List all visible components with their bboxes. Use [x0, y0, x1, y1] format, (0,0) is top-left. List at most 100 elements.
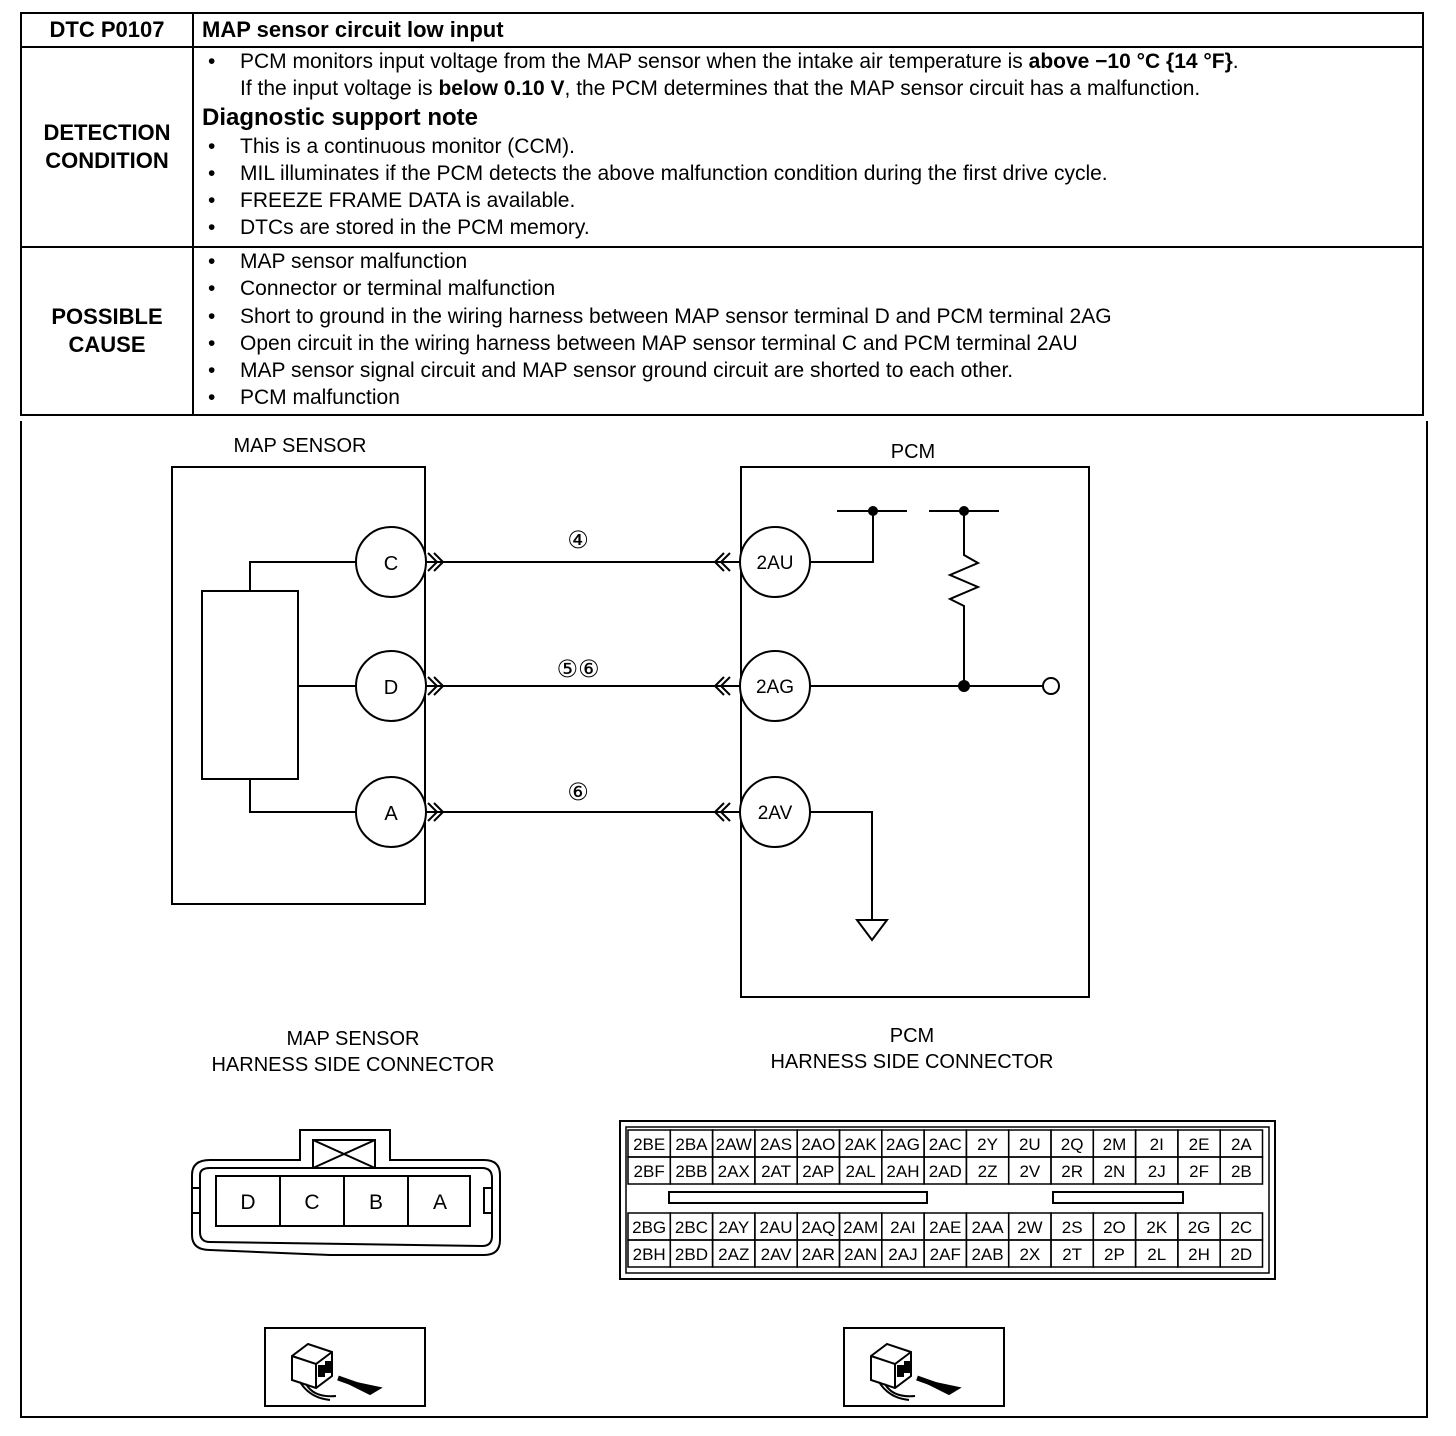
- pin-label: 2O: [1103, 1218, 1126, 1237]
- wire-c-2au: ④: [426, 527, 742, 572]
- pin-label: 2BG: [632, 1218, 666, 1237]
- pin-label: 2AR: [802, 1245, 835, 1264]
- pin-label: 2AA: [971, 1218, 1004, 1237]
- list-item: PCM monitors input voltage from the MAP …: [202, 48, 1422, 103]
- terminal-label: 2AG: [756, 677, 794, 698]
- map-connector-caption-1: MAP SENSOR: [287, 1028, 420, 1050]
- list-item: MAP sensor malfunction: [202, 248, 1422, 276]
- pin-label: 2AT: [761, 1162, 791, 1181]
- list-item: Connector or terminal malfunction: [202, 275, 1422, 303]
- pin-label: 2P: [1104, 1245, 1125, 1264]
- pin-label: 2AP: [802, 1162, 834, 1181]
- pin-label: 2F: [1189, 1162, 1209, 1181]
- cause-label: POSSIBLE CAUSE: [20, 246, 194, 416]
- map-connector-caption-2: HARNESS SIDE CONNECTOR: [211, 1054, 494, 1076]
- note-list: This is a continuous monitor (CCM). MIL …: [202, 133, 1422, 242]
- pcm-connector-caption-1: PCM: [890, 1025, 934, 1047]
- list-item: Open circuit in the wiring harness betwe…: [202, 330, 1422, 358]
- pin-label: 2AE: [929, 1218, 961, 1237]
- pin-label: 2BB: [675, 1162, 707, 1181]
- pin-label: 2AQ: [801, 1218, 835, 1237]
- detection-content: PCM monitors input voltage from the MAP …: [192, 46, 1424, 248]
- pin-label: 2U: [1019, 1135, 1041, 1154]
- pcm-terminal-2ag: 2AG: [739, 650, 811, 722]
- pin-label: 2BF: [634, 1162, 665, 1181]
- pin-label: 2Y: [977, 1135, 998, 1154]
- map-harness-connector: [191, 1129, 501, 1256]
- pin-label: 2AB: [971, 1245, 1003, 1264]
- detection-text: , the PCM determines that the MAP sensor…: [564, 77, 1201, 101]
- pin-label: 2I: [1150, 1135, 1164, 1154]
- detection-row: DETECTION CONDITION PCM monitors input v…: [20, 46, 1424, 248]
- pin-label: 2C: [1230, 1218, 1252, 1237]
- list-item: FREEZE FRAME DATA is available.: [202, 187, 1422, 215]
- wire-label: ⑤⑥: [556, 656, 599, 683]
- pin-label: 2AF: [930, 1245, 961, 1264]
- list-item: This is a continuous monitor (CCM).: [202, 133, 1422, 161]
- detection-label-line2: CONDITION: [45, 148, 169, 173]
- terminal-label: 2AV: [758, 803, 793, 824]
- list-item: MAP sensor signal circuit and MAP sensor…: [202, 357, 1422, 385]
- pin-label: 2G: [1188, 1218, 1211, 1237]
- cause-row: POSSIBLE CAUSE MAP sensor malfunction Co…: [20, 246, 1424, 416]
- map-terminal-c: C: [355, 526, 427, 598]
- ground-icon: [855, 919, 889, 942]
- pin-label: 2AD: [929, 1162, 962, 1181]
- pin-label: 2D: [1230, 1245, 1252, 1264]
- pin-label: 2Q: [1061, 1135, 1084, 1154]
- header-row: DTC P0107 MAP sensor circuit low input: [20, 12, 1424, 48]
- map-terminal-d: D: [355, 650, 427, 722]
- pin-label: 2A: [1231, 1135, 1252, 1154]
- wire-a-2av: ⑥: [426, 779, 742, 822]
- pcm-connector-caption-2: HARNESS SIDE CONNECTOR: [770, 1051, 1053, 1073]
- pin-label: 2BH: [633, 1245, 666, 1264]
- pin-label: 2BD: [675, 1245, 708, 1264]
- cause-content: MAP sensor malfunction Connector or term…: [192, 246, 1424, 416]
- pin-label: 2AJ: [888, 1245, 917, 1264]
- pin-label: 2AV: [761, 1245, 793, 1264]
- pin-label: 2J: [1148, 1162, 1166, 1181]
- pin-label: 2AY: [718, 1218, 749, 1237]
- list-item: PCM malfunction: [202, 384, 1422, 412]
- detection-label: DETECTION CONDITION: [20, 46, 194, 248]
- pin-label: 2AI: [890, 1218, 916, 1237]
- detection-threshold-temp: above −10 °C {14 °F}: [1028, 50, 1233, 73]
- map-connector-pins: D C B A: [240, 1191, 447, 1214]
- pin-label: 2V: [1019, 1162, 1040, 1181]
- map-terminal-a: A: [355, 776, 427, 848]
- pin-label: 2BE: [633, 1135, 665, 1154]
- pin-label: 2B: [1231, 1162, 1252, 1181]
- list-item: Short to ground in the wiring harness be…: [202, 303, 1422, 331]
- pin-label: 2X: [1019, 1245, 1040, 1264]
- pin-label: 2AW: [716, 1135, 752, 1154]
- pin-label: 2M: [1103, 1135, 1127, 1154]
- detection-list: PCM monitors input voltage from the MAP …: [202, 48, 1422, 103]
- pin-label: 2AU: [760, 1218, 793, 1237]
- pin-label: 2AS: [760, 1135, 792, 1154]
- pin-label: 2AN: [844, 1245, 877, 1264]
- pin-label: 2N: [1104, 1162, 1126, 1181]
- harness-connector-view-icon: [264, 1327, 426, 1407]
- pcm-box: [740, 466, 1090, 998]
- pcm-title: PCM: [891, 441, 935, 463]
- note-heading: Diagnostic support note: [202, 103, 478, 131]
- pin-label: 2BA: [675, 1135, 708, 1154]
- dtc-table: DTC P0107 MAP sensor circuit low input D…: [20, 12, 1424, 416]
- terminal-label: 2AU: [757, 553, 794, 574]
- pcm-internal-circuit: [810, 506, 1060, 942]
- pin-label: A: [433, 1191, 447, 1214]
- pin-label: 2Z: [978, 1162, 998, 1181]
- pin-label: 2L: [1147, 1245, 1166, 1264]
- map-sensor-element: [201, 590, 299, 780]
- wire-label: ④: [567, 527, 589, 554]
- detection-text: .: [1232, 50, 1239, 73]
- pin-label: 2AL: [846, 1162, 876, 1181]
- pin-label: 2K: [1146, 1218, 1167, 1237]
- pin-label: 2AC: [929, 1135, 962, 1154]
- pin-label: 2BC: [675, 1218, 708, 1237]
- map-sensor-title: MAP SENSOR: [234, 435, 367, 457]
- pin-label: 2E: [1189, 1135, 1210, 1154]
